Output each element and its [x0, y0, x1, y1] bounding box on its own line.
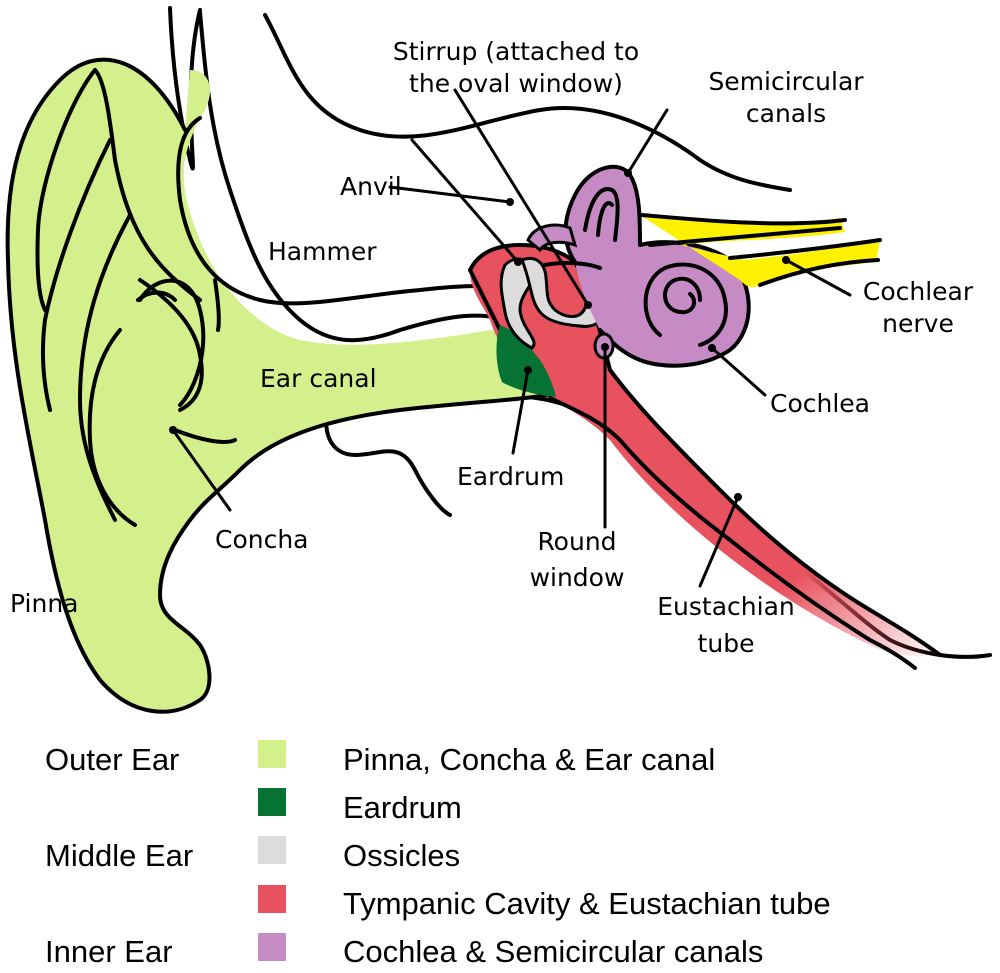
legend-group-middle: Middle Ear: [45, 838, 193, 873]
label-round-window-line2: window: [530, 563, 625, 592]
legend-item-tympanic: Tympanic Cavity & Eustachian tube: [343, 886, 831, 921]
label-eustachian-line2: tube: [698, 629, 755, 658]
diagram-labels: Stirrup (attached to the oval window) Se…: [10, 37, 974, 658]
label-round-window-line1: Round: [537, 527, 616, 556]
eardrum-shape: [496, 325, 556, 397]
cochlear-nerve-shape: [640, 213, 882, 288]
legend-item-eardrum: Eardrum: [343, 790, 462, 825]
legend-group-outer: Outer Ear: [45, 742, 179, 777]
label-pinna: Pinna: [10, 589, 78, 618]
legend-swatch-eardrum: [258, 788, 286, 816]
label-concha: Concha: [215, 525, 309, 554]
label-cochlea: Cochlea: [770, 389, 870, 418]
legend-item-ossicles: Ossicles: [343, 838, 460, 873]
label-cochlear-nerve-line1: Cochlear: [863, 277, 974, 306]
legend: Outer Ear Middle Ear Inner Ear Pinna, Co…: [45, 740, 831, 969]
label-stirrup-line2: the oval window): [409, 69, 623, 98]
label-ear-canal: Ear canal: [260, 364, 377, 393]
label-cochlear-nerve-line2: nerve: [882, 309, 954, 338]
label-anvil: Anvil: [340, 172, 402, 201]
label-stirrup-line1: Stirrup (attached to: [393, 37, 639, 66]
leader-lines: [169, 88, 852, 588]
label-semicircular-line2: canals: [746, 99, 826, 128]
legend-swatch-inner: [258, 933, 286, 961]
label-eustachian-line1: Eustachian: [657, 592, 795, 621]
label-semicircular-line1: Semicircular: [708, 67, 864, 96]
legend-item-outer: Pinna, Concha & Ear canal: [343, 742, 715, 777]
legend-group-inner: Inner Ear: [45, 934, 173, 969]
legend-swatch-outer: [258, 740, 286, 768]
legend-swatch-tympanic: [258, 885, 286, 913]
label-eardrum: Eardrum: [457, 462, 564, 491]
label-hammer: Hammer: [268, 237, 377, 266]
concha-curve: [138, 278, 206, 407]
ossicles-shape: [499, 256, 606, 350]
legend-swatch-ossicles: [258, 836, 286, 864]
legend-item-inner: Cochlea & Semicircular canals: [343, 934, 763, 969]
